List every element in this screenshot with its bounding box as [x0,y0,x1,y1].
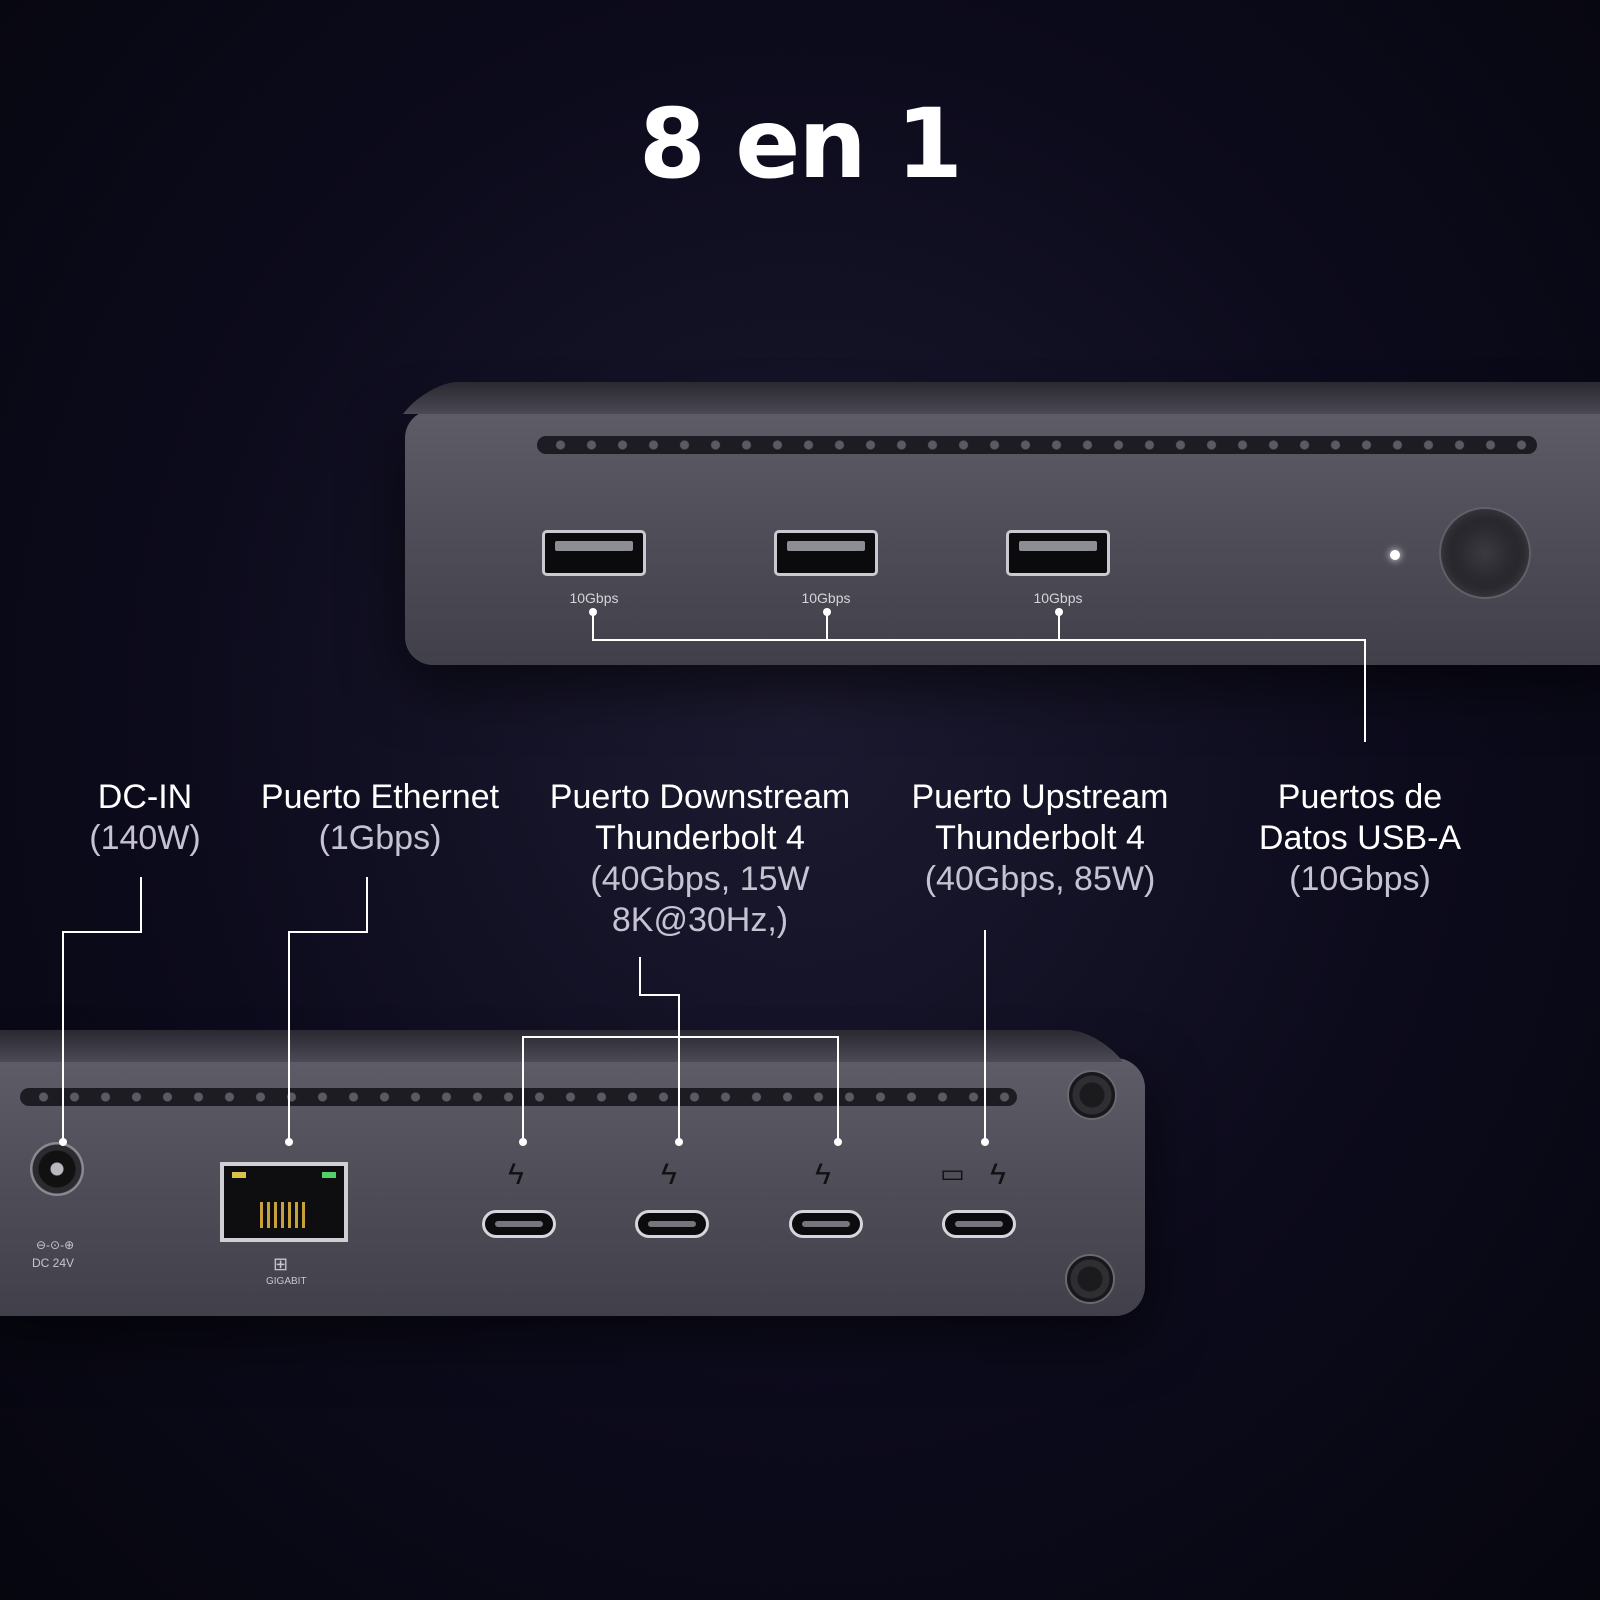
screw-top [1067,1070,1117,1120]
page-title: 8 en 1 [639,88,963,200]
bottom-vent-grille [20,1088,1017,1106]
thunderbolt-icon-2: ϟ [661,1158,677,1191]
thunderbolt-downstream-port-2 [635,1210,709,1238]
network-icon: ⊞ [273,1254,289,1274]
label-dc-in-title: DC-IN [97,778,193,816]
usb-a-port-3 [1006,530,1110,576]
label-usb-a-title-2: Datos USB-A [1258,819,1462,857]
label-downstream-detail-1: (40Gbps, 15W [590,860,810,898]
ethernet-led-amber [232,1172,246,1178]
ethernet-led-green [322,1172,336,1178]
ethernet-caption: GIGABIT [266,1276,307,1287]
status-led [1390,550,1400,560]
laptop-icon: ▭ [940,1158,965,1188]
label-dc-in-detail: (140W) [89,819,201,857]
top-vent-grille [537,436,1537,454]
power-button [1439,507,1531,599]
thunderbolt-upstream-port [942,1210,1016,1238]
thunderbolt-downstream-port-1 [482,1210,556,1238]
label-downstream-title-1: Puerto Downstream [549,778,851,816]
thunderbolt-icon-4: ϟ [990,1158,1006,1191]
dc-in-jack [30,1142,84,1196]
label-upstream-detail: (40Gbps, 85W) [924,860,1156,898]
ethernet-port [220,1162,348,1242]
usb-a-port-1 [542,530,646,576]
label-ethernet: Puerto Ethernet (1Gbps) [240,777,520,859]
bottom-dock-rear-panel: ⊖-⊙-⊕ DC 24V ⊞ GIGABIT ϟ ϟ ϟ ▭ ϟ [0,1058,1145,1316]
label-downstream-title-2: Thunderbolt 4 [595,819,805,857]
label-upstream-title-2: Thunderbolt 4 [935,819,1145,857]
usb-a-speed-label-1: 10Gbps [569,590,619,606]
thunderbolt-downstream-port-3 [789,1210,863,1238]
label-ethernet-title: Puerto Ethernet [260,778,500,816]
top-dock-front-panel: 10Gbps 10Gbps 10Gbps [405,410,1600,665]
label-usb-a-detail: (10Gbps) [1289,860,1431,898]
label-dc-in: DC-IN (140W) [60,777,230,859]
label-downstream: Puerto Downstream Thunderbolt 4 (40Gbps,… [530,777,870,941]
screw-bottom [1065,1254,1115,1304]
label-usb-a-title-1: Puertos de [1277,778,1443,816]
usb-a-speed-label-2: 10Gbps [801,590,851,606]
thunderbolt-icon-1: ϟ [508,1158,524,1191]
label-downstream-detail-2: 8K@30Hz,) [611,901,789,939]
label-ethernet-detail: (1Gbps) [318,819,442,857]
usb-a-port-2 [774,530,878,576]
label-upstream: Puerto Upstream Thunderbolt 4 (40Gbps, 8… [890,777,1190,900]
thunderbolt-icon-3: ϟ [815,1158,831,1191]
label-upstream-title-1: Puerto Upstream [911,778,1169,816]
dc-caption: DC 24V [32,1256,75,1270]
label-usb-a: Puertos de Datos USB-A (10Gbps) [1230,777,1490,900]
ethernet-pins [260,1202,308,1228]
usb-a-speed-label-3: 10Gbps [1033,590,1083,606]
dc-polarity-icon: ⊖-⊙-⊕ [36,1238,75,1252]
